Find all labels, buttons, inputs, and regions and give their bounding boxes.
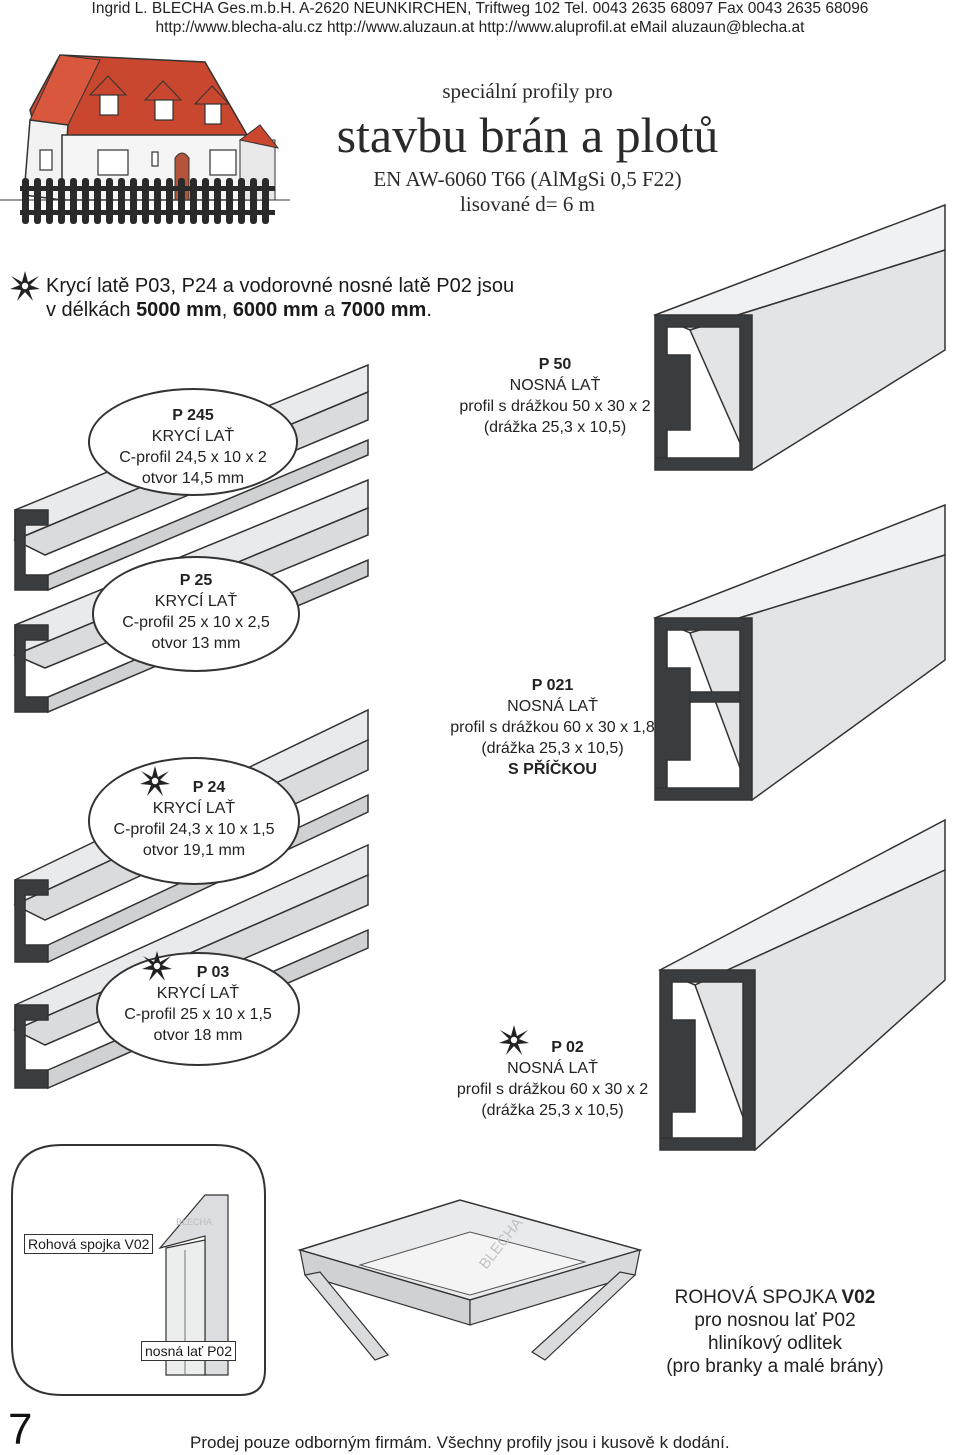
profile-p24-callout: P 24 KRYCÍ LAŤ C-profil 24,3 x 10 x 1,5 …: [88, 757, 300, 885]
profile-p02-code: P 02: [551, 1039, 584, 1056]
profile-p021-label: P 021 NOSNÁ LAŤ profil s drážkou 60 x 30…: [450, 677, 655, 778]
profile-p25-callout: P 25 KRYCÍ LAŤ C-profil 25 x 10 x 2,5 ot…: [92, 556, 300, 672]
profile-p25-code: P 25: [179, 572, 213, 589]
pressing-spec: lisované d= 6 m: [460, 192, 595, 216]
page-title: stavbu brán a plotů: [336, 107, 719, 163]
corner-connector-code: V02: [841, 1287, 876, 1308]
page-number: 7: [8, 1405, 33, 1454]
company-address: Ingrid L. BLECHA Ges.m.b.H. A-2620 NEUNK…: [91, 0, 869, 17]
profile-p50-label: P 50 NOSNÁ LAŤ profil s drážkou 50 x 30 …: [459, 356, 651, 436]
beam-label: nosná lať P02: [141, 1341, 236, 1361]
profile-p245-code: P 245: [172, 407, 214, 424]
house-illustration: [0, 54, 290, 224]
length-note-line2: v délkách 5000 mm, 6000 mm a 7000 mm.: [46, 299, 432, 321]
length-7000: 7000 mm: [340, 299, 427, 321]
note-star-icon: [10, 271, 40, 301]
profile-p50-code: P 50: [538, 356, 572, 373]
corner-detail-frame: [11, 1144, 266, 1396]
profile-p021-code: P 021: [531, 677, 574, 694]
length-5000: 5000 mm: [136, 299, 222, 321]
length-6000: 6000 mm: [232, 299, 319, 321]
profile-p021-extra: S PŘÍČKOU: [508, 761, 597, 778]
footer-note: Prodej pouze odborným firmám. Všechny pr…: [190, 1433, 730, 1452]
watermark-small: BLECHA: [176, 1217, 213, 1227]
profile-p03-code: P 03: [196, 964, 230, 981]
alloy-spec: EN AW-6060 T66 (AlMgSi 0,5 F22): [373, 167, 682, 191]
profile-p03-callout: P 03 KRYCÍ LAŤ C-profil 25 x 10 x 1,5 ot…: [96, 952, 300, 1066]
subtitle-pre: speciální profily pro: [442, 79, 613, 103]
company-links: http://www.blecha-alu.cz http://www.aluz…: [155, 19, 805, 36]
corner-connector-label: Rohová spojka V02: [24, 1234, 154, 1254]
corner-connector-description: ROHOVÁ SPOJKA V02 pro nosnou lať P02 hli…: [666, 1287, 884, 1377]
length-note-line1: Krycí latě P03, P24 a vodorovné nosné la…: [46, 275, 515, 297]
profile-p24-code: P 24: [192, 779, 226, 796]
box-profiles: [652, 203, 946, 1152]
length-note: Krycí latě P03, P24 a vodorovné nosné la…: [46, 274, 514, 322]
corner-casting: [297, 1199, 643, 1361]
profile-p02-label: P 02 NOSNÁ LAŤ profil s drážkou 60 x 30 …: [456, 1039, 649, 1119]
profile-p245-callout: P 245 KRYCÍ LAŤ C-profil 24,5 x 10 x 2 o…: [88, 388, 298, 496]
